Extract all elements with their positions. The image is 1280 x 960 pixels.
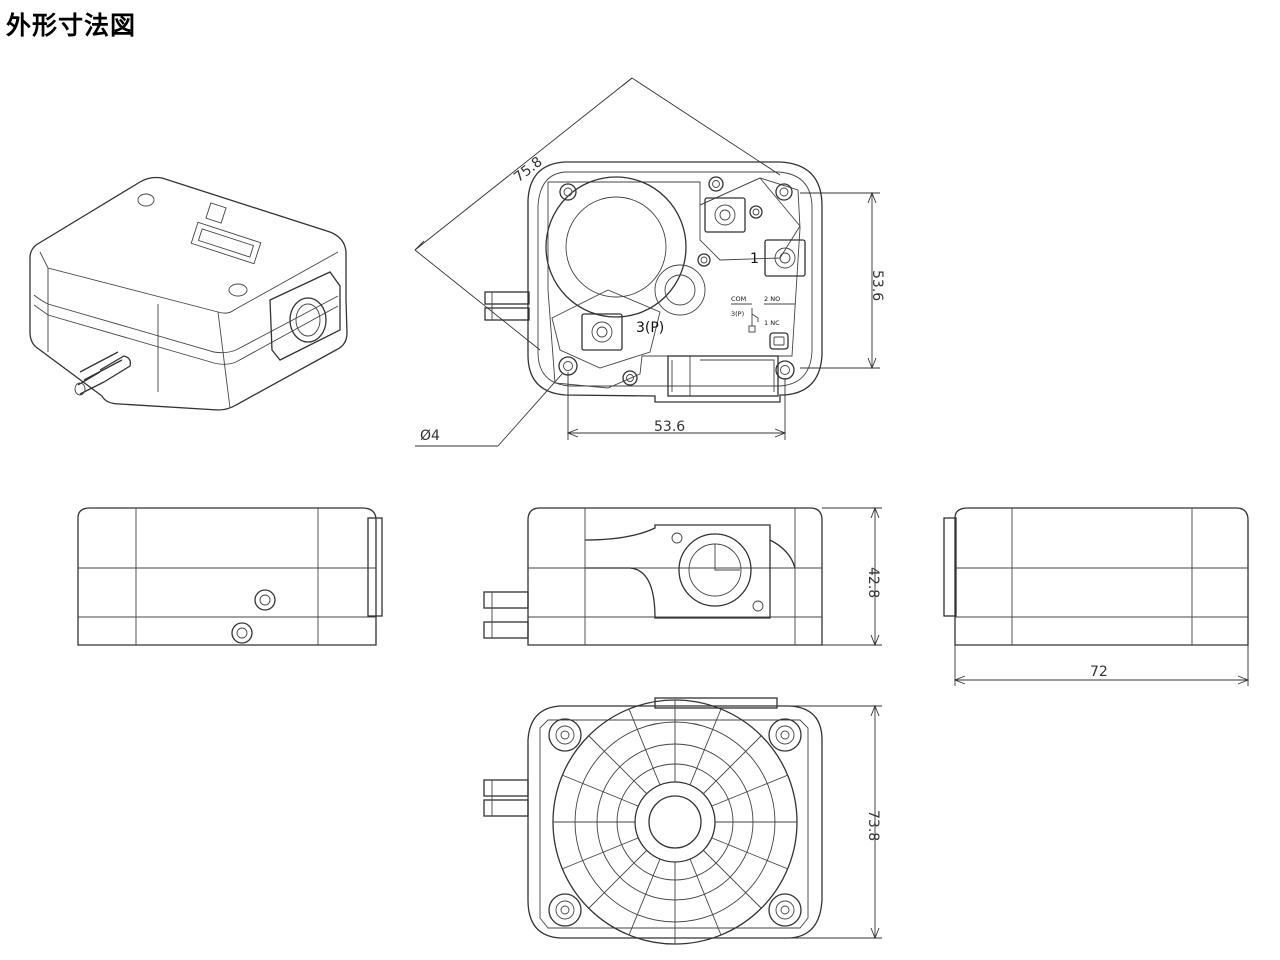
left-side-view (77, 507, 383, 646)
hole-diameter-dimension: Ø4 (420, 428, 440, 444)
front-height-dimension: 53.6 (869, 270, 885, 301)
terminal-3p-label: 3(P) (636, 320, 664, 336)
right-side-view: 72 (943, 507, 1250, 686)
side-depth-dimension: 42.8 (865, 567, 881, 598)
diagonal-dimension: 75.8 (511, 154, 545, 186)
com-label: COM (731, 295, 746, 303)
isometric-view (29, 176, 348, 411)
front-view: 1 3(P) COM 2 NO 3(P) 1 NC (484, 161, 823, 403)
drawing-title: 外形寸法図 (6, 11, 137, 40)
bottom-view: 73.8 (483, 697, 882, 945)
front-width-dimension: 53.6 (654, 419, 685, 435)
no-label: 2 NO (764, 295, 780, 303)
bottom-height-dimension: 73.8 (865, 810, 881, 841)
terminal-1-label: 1 (750, 251, 759, 267)
right-width-dimension: 72 (1090, 664, 1108, 680)
center-side-view: 42.8 (483, 506, 882, 647)
front-view-dimensions: 75.8 53.6 53.6 Ø4 (414, 77, 885, 447)
nc-label: 1 NC (764, 319, 780, 327)
p3-label: 3(P) (731, 310, 744, 318)
